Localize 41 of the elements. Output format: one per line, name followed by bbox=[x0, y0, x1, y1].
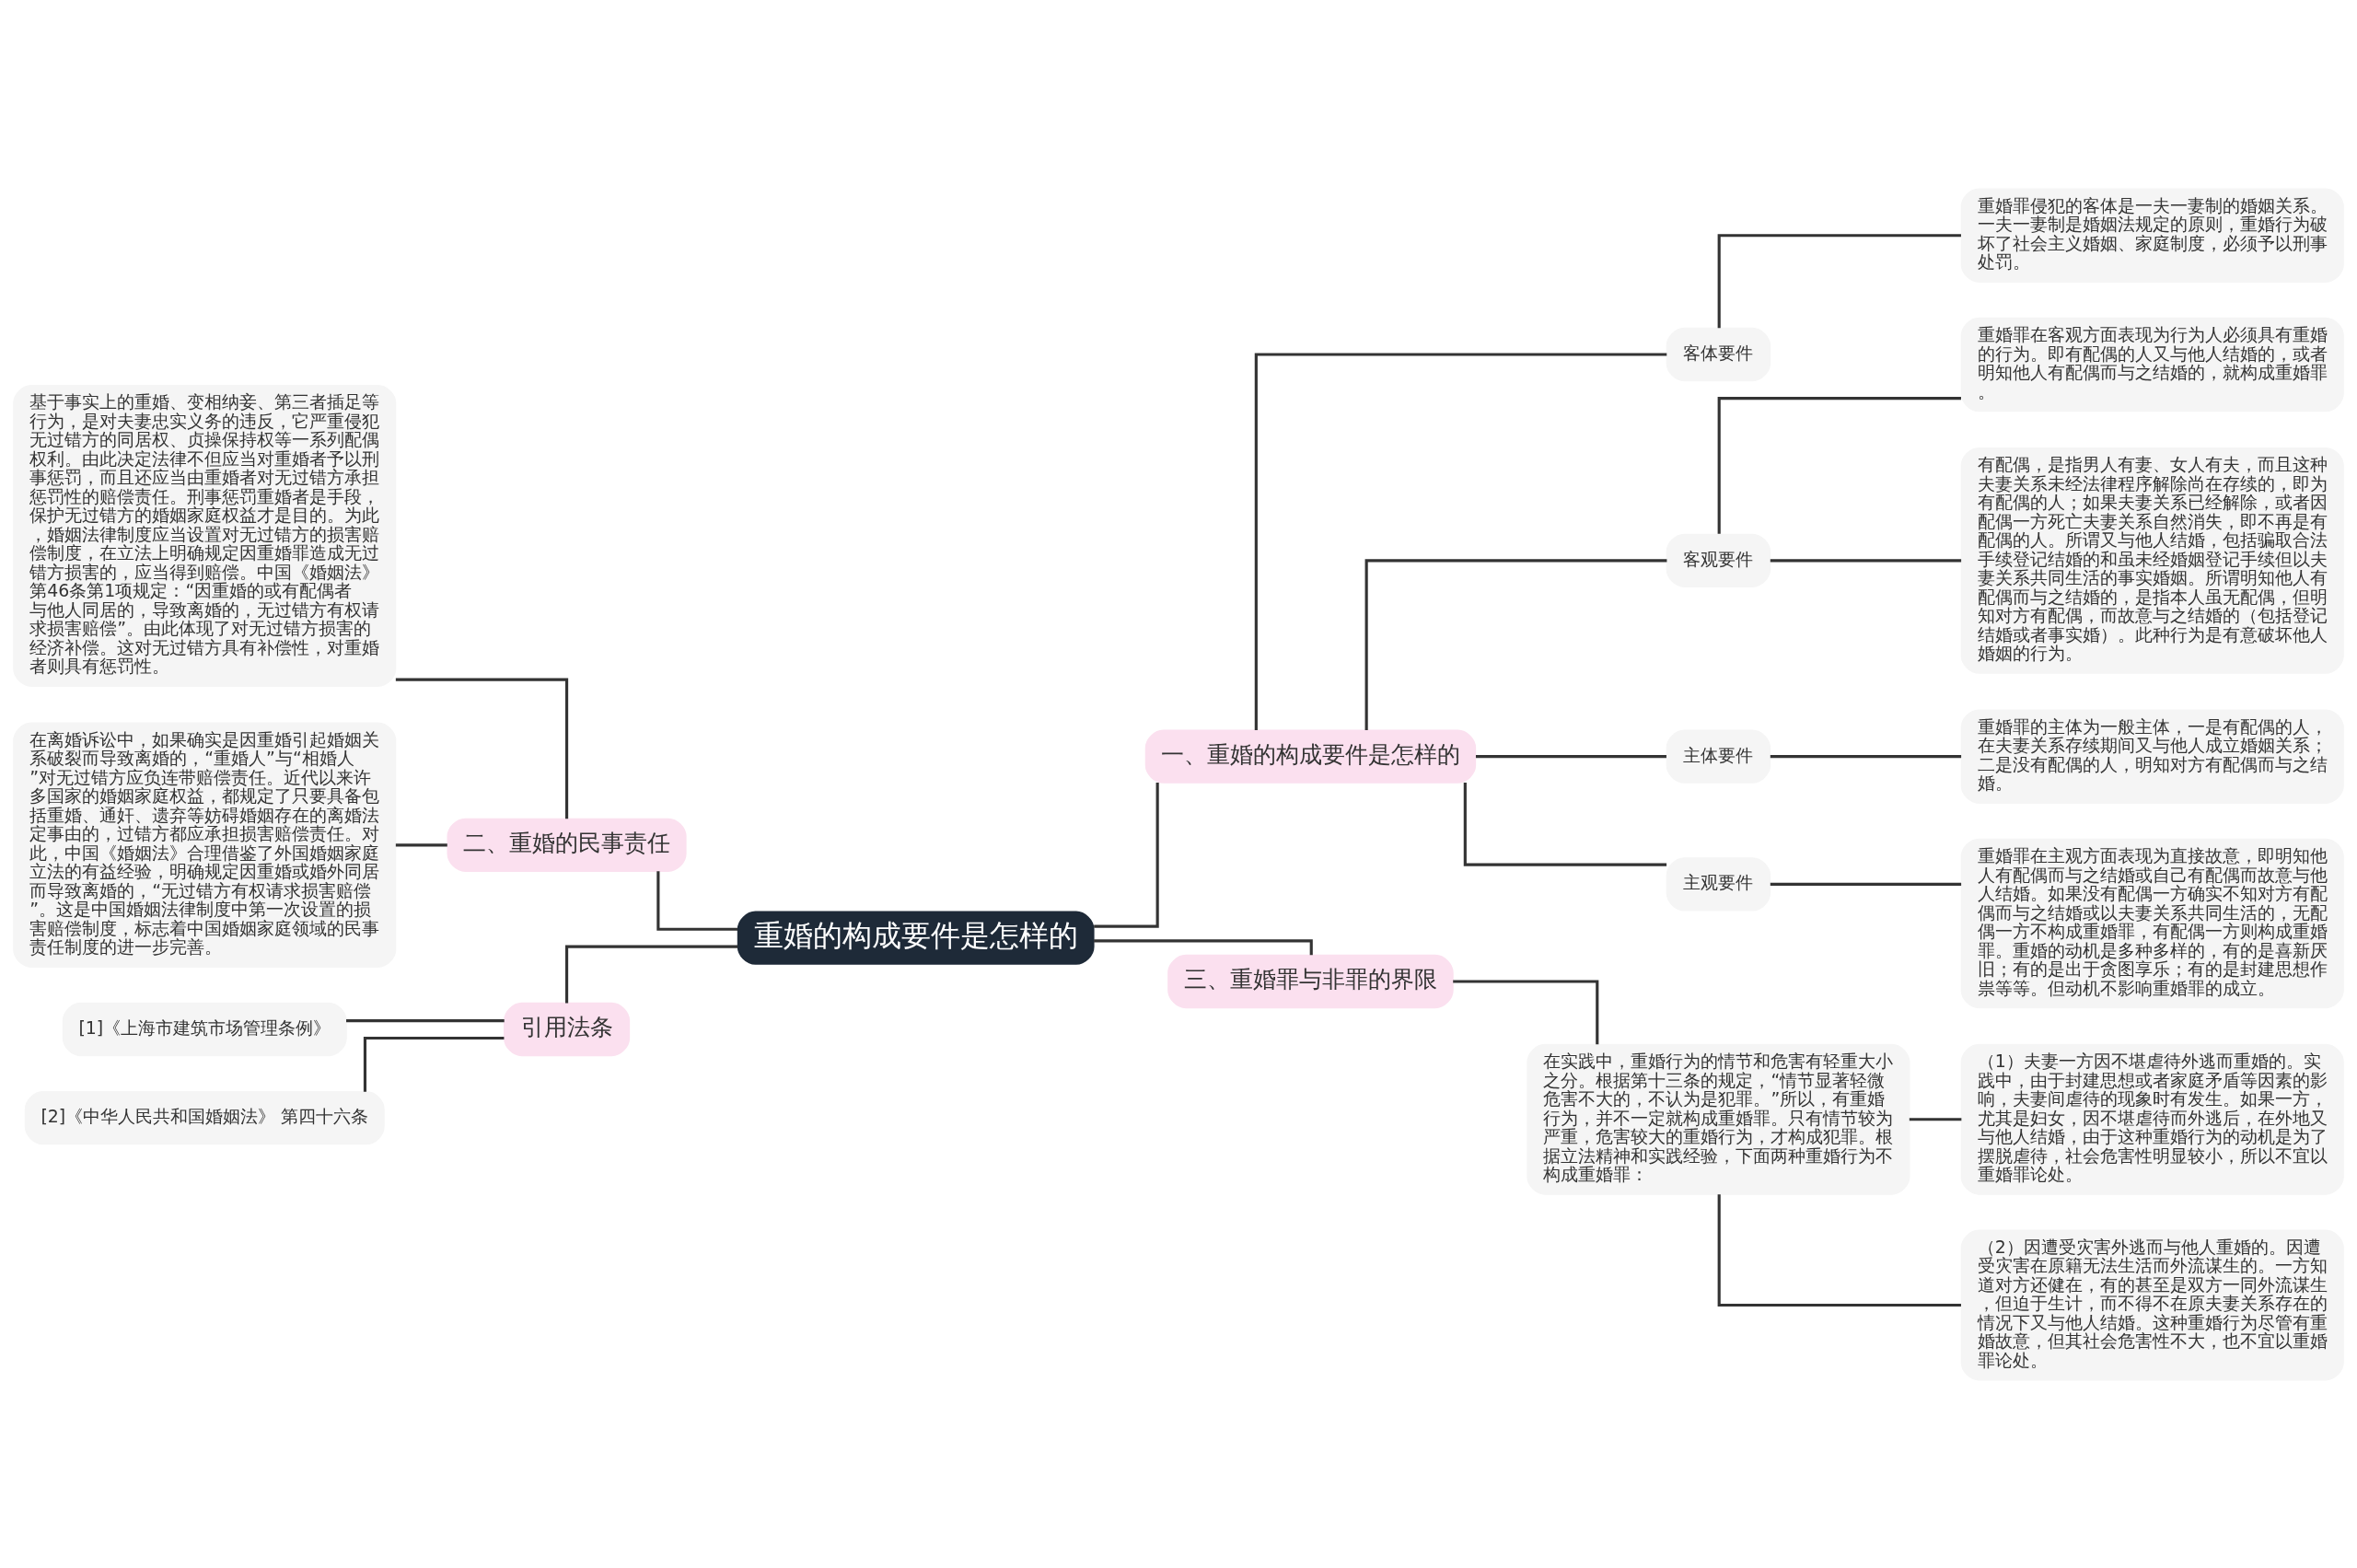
connector bbox=[1453, 979, 1599, 1044]
connector bbox=[395, 842, 447, 846]
connector bbox=[565, 945, 738, 1004]
node-box: 重婚罪在主观方面表现为直接故意，即明知他人有配偶而与之结婚或自己有配偶而故意与他人结婚。如果没有配偶一方确实不知对方有配偶而与之结婚或以夫妻关系共同生活的，无配偶一方不构成重婚罪，有配偶一方则构成重婚罪。重婚的动机是多种多样的，有的是喜新厌旧；有的是出于贪图享乐；有的是封建思想作祟等等。但动机不影响重婚罪的成立。 bbox=[1960, 838, 2344, 1008]
node-box: [2]《中华人民共和国婚姻法》 第四十六条 bbox=[24, 1090, 385, 1144]
connector bbox=[1770, 754, 1962, 758]
connector bbox=[1717, 396, 1961, 534]
node-box: 在离婚诉讼中，如果确实是因重婚引起婚姻关系破裂而导致离婚的，“重婚人”与“相婚人”对无过错方应负连带赔偿责任。近代以来许多国家的婚姻家庭权益，都规定了只要具备包括重婚、通奸、遗弃等妨碍婚姻存在的离婚法定事由的，过错方都应承担损害赔偿责任。对此，中国《婚姻法》合理借鉴了外国婚姻家庭立法的有益经验，明确规定因重婚或婚外同居而导致离婚的，“无过错方有权请求损害赔偿”。这是中国婚姻法律制度中第一次设置的损害赔偿制度，标志着中国婚姻家庭领域的民事责任制度的进一步完善。 bbox=[13, 722, 397, 968]
connector bbox=[1094, 938, 1313, 955]
node-box: 引用法条 bbox=[504, 1002, 631, 1056]
node-box: [1]《上海市建筑市场管理条例》 bbox=[62, 1002, 347, 1056]
connector bbox=[1717, 1193, 1961, 1307]
connector bbox=[1717, 233, 1961, 328]
connector bbox=[1254, 352, 1667, 730]
connector bbox=[656, 870, 738, 931]
connector bbox=[363, 1036, 505, 1092]
node-box: 有配偶，是指男人有妻、女人有夫，而且这种夫妻关系未经法律程序解除尚在存续的，即为有配偶的人；如果夫妻关系已经解除，或者因配偶一方死亡夫妻关系自然消失，即不再是有配偶的人。所谓又与他人结婚，包括骗取合法手续登记结婚的和虽未经婚姻登记手续但以夫妻关系共同生活的事实婚姻。所谓明知他人有配偶而与之结婚的，是指本人虽无配偶，但明知对方有配偶，而故意与之结婚的（包括登记结婚或者事实婚）。此种行为是有意破坏他人婚姻的行为。 bbox=[1960, 447, 2344, 674]
connector bbox=[395, 678, 569, 819]
node-box: 基于事实上的重婚、变相纳妾、第三者插足等行为，是对夫妻忠实义务的违反，它严重侵犯无过错方的同居权、贞操保持权等一系列配偶权利。由此决定法律不但应当对重婚者予以刑事惩罚，而且还应当由重婚者对无过错方承担惩罚性的赔偿责任。刑事惩罚重婚者是手段，保护无过错方的婚姻家庭权益才是目的。为此，婚姻法律制度应当设置对无过错方的损害赔偿制度，在立法上明确规定因重婚罪造成无过错方损害的，应当得到赔偿。中国《婚姻法》第46条第1项规定：“因重婚的或有配偶者与他人同居的，导致离婚的，无过错方有权请求损害赔偿”。由此体现了对无过错方损害的经济补偿。这对无过错方具有补偿性，对重婚者则具有惩罚性。 bbox=[13, 384, 397, 687]
node-box: 在实践中，重婚行为的情节和危害有轻重大小之分。根据第十三条的规定，“情节显著轻微危害不大的，不认为是犯罪。”所以，有重婚行为，并不一定就构成重婚罪。只有情节较为严重，危害较大的重婚行为，才构成犯罪。根据立法精神和实践经验，下面两种重婚行为不构成重婚罪： bbox=[1527, 1043, 1910, 1195]
node-box: 客体要件 bbox=[1666, 327, 1771, 381]
node-box: 重婚的构成要件是怎样的 bbox=[737, 911, 1095, 965]
connector bbox=[346, 1018, 505, 1022]
connector bbox=[1094, 782, 1159, 928]
node-box: 重婚罪侵犯的客体是一夫一妻制的婚姻关系。一夫一妻制是婚姻法规定的原则，重婚行为破坏了社会主义婚姻、家庭制度，必须予以刑事处罚。 bbox=[1960, 188, 2344, 283]
node-box: 二、重婚的民事责任 bbox=[447, 818, 687, 872]
node-box: 客观要件 bbox=[1666, 533, 1771, 587]
connector bbox=[1770, 558, 1962, 562]
node-box: （1）夫妻一方因不堪虐待外逃而重婚的。实践中，由于封建思想或者家庭矛盾等因素的影响，夫妻间虐待的现象时有发生。如果一方，尤其是妇女，因不堪虐待而外逃后，在外地又与他人结婚，由于这种重婚行为的动机是为了摆脱虐待，社会危害性明显较小，所以不宜以重婚罪论处。 bbox=[1960, 1043, 2344, 1195]
node-box: 主体要件 bbox=[1666, 729, 1771, 784]
connector bbox=[1909, 1117, 1962, 1121]
node-box: 三、重婚罪与非罪的界限 bbox=[1167, 954, 1454, 1008]
node-box: 重婚罪在客观方面表现为行为人必须具有重婚的行为。即有配偶的人又与他人结婚的，或者明知他人有配偶而与之结婚的，就构成重婚罪。 bbox=[1960, 317, 2344, 412]
node-box: 主观要件 bbox=[1666, 856, 1771, 912]
node-box: 一、重婚的构成要件是怎样的 bbox=[1144, 729, 1477, 784]
node-box: 重婚罪的主体为一般主体，一是有配偶的人，在夫妻关系存续期间又与他人成立婚姻关系；二是没有配偶的人，明知对方有配偶而与之结婚。 bbox=[1960, 708, 2344, 804]
node-box: （2）因遭受灾害外逃而与他人重婚的。因遭受灾害在原籍无法生活而外流谋生的。一方知道对方还健在，有的甚至是双方一同外流谋生，但迫于生计，而不得不在原夫妻关系存在的情况下又与他人结婚。这种重婚行为尽管有重婚故意，但其社会危害性不大，也不宜以重婚罪论处。 bbox=[1960, 1229, 2344, 1380]
connector bbox=[1770, 882, 1962, 886]
connector bbox=[1364, 558, 1667, 730]
connector bbox=[1463, 782, 1667, 866]
connector bbox=[1476, 754, 1666, 758]
